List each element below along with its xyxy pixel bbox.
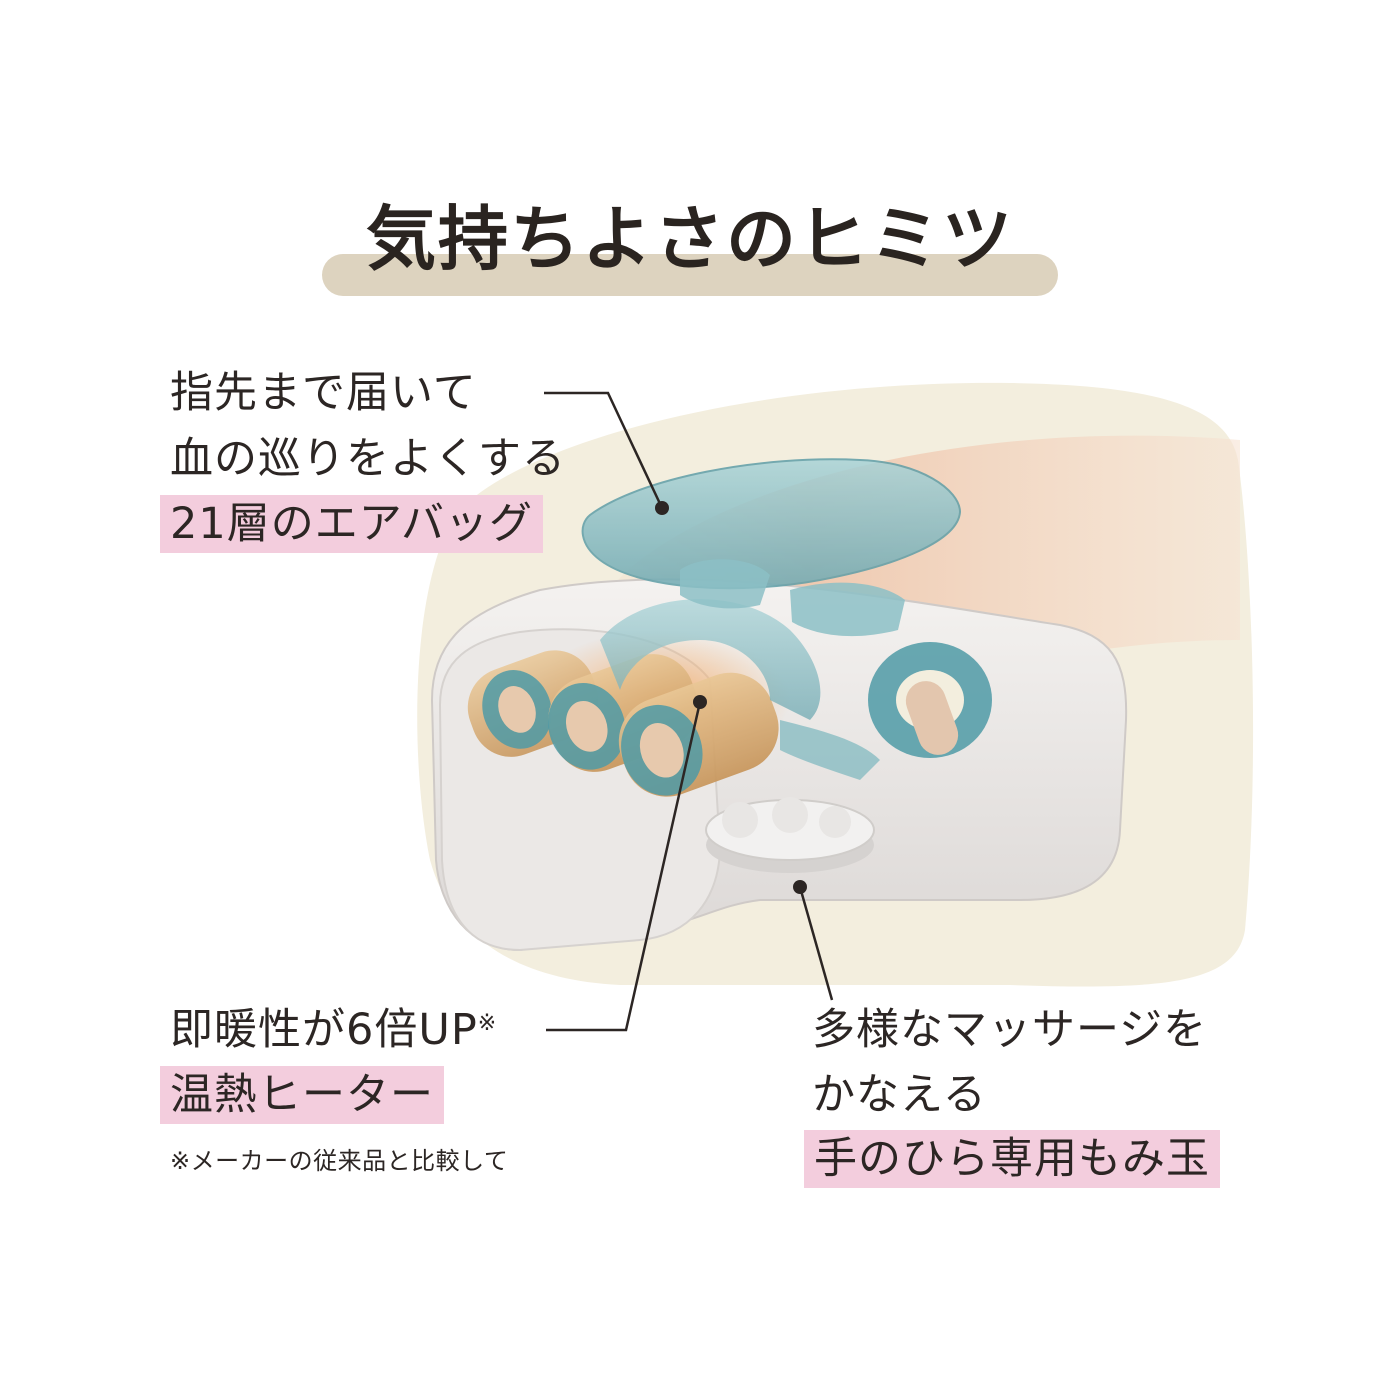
airbag-highlight: 21層のエアバッグ	[160, 495, 543, 553]
leader-line-palm-ball	[798, 886, 834, 1001]
heater-callout-line1: 即暖性が6倍UP※	[170, 999, 497, 1061]
airbag-highlight-text: 21層のエアバッグ	[170, 499, 533, 549]
airbag-callout-line1: 指先まで届いて	[170, 368, 477, 418]
airbag-callout-line2: 血の巡りをよくする	[170, 434, 566, 484]
heater-rollers	[467, 630, 790, 797]
airbag-block-2	[790, 582, 905, 637]
airbag-block-1	[680, 559, 770, 609]
thumb-airbag-ring	[868, 642, 992, 758]
palm-ball-callout-line2: かなえる	[812, 1070, 987, 1120]
heater-callout-text: 即暖性が6倍UP	[170, 1005, 478, 1055]
airbag-top-plate	[581, 458, 962, 590]
page-title: 気持ちよさのヒミツ	[366, 198, 1014, 280]
airbag-arch	[600, 599, 821, 720]
palm-massage-ball	[705, 797, 875, 873]
leader-line-airbag	[544, 391, 664, 509]
heater-footnote: ※メーカーの従来品と比較して	[170, 1147, 509, 1175]
leader-line-heater	[546, 701, 702, 1032]
heater-highlight-text: 温熱ヒーター	[170, 1070, 434, 1120]
palm-ball-highlight: 手のひら専用もみ玉	[804, 1130, 1220, 1188]
title-underline-band	[322, 254, 1058, 296]
leader-lines	[544, 391, 834, 1032]
heater-highlight: 温熱ヒーター	[160, 1066, 444, 1124]
airbag-connector	[780, 720, 880, 780]
palm-ball-callout-line1: 多様なマッサージを	[812, 1005, 1208, 1055]
palm-ball-highlight-text: 手のひら専用もみ玉	[814, 1134, 1210, 1184]
title-block: 気持ちよさのヒミツ	[322, 190, 1058, 296]
heater-callout-mark: ※	[477, 1011, 498, 1036]
leader-dots	[655, 501, 807, 894]
